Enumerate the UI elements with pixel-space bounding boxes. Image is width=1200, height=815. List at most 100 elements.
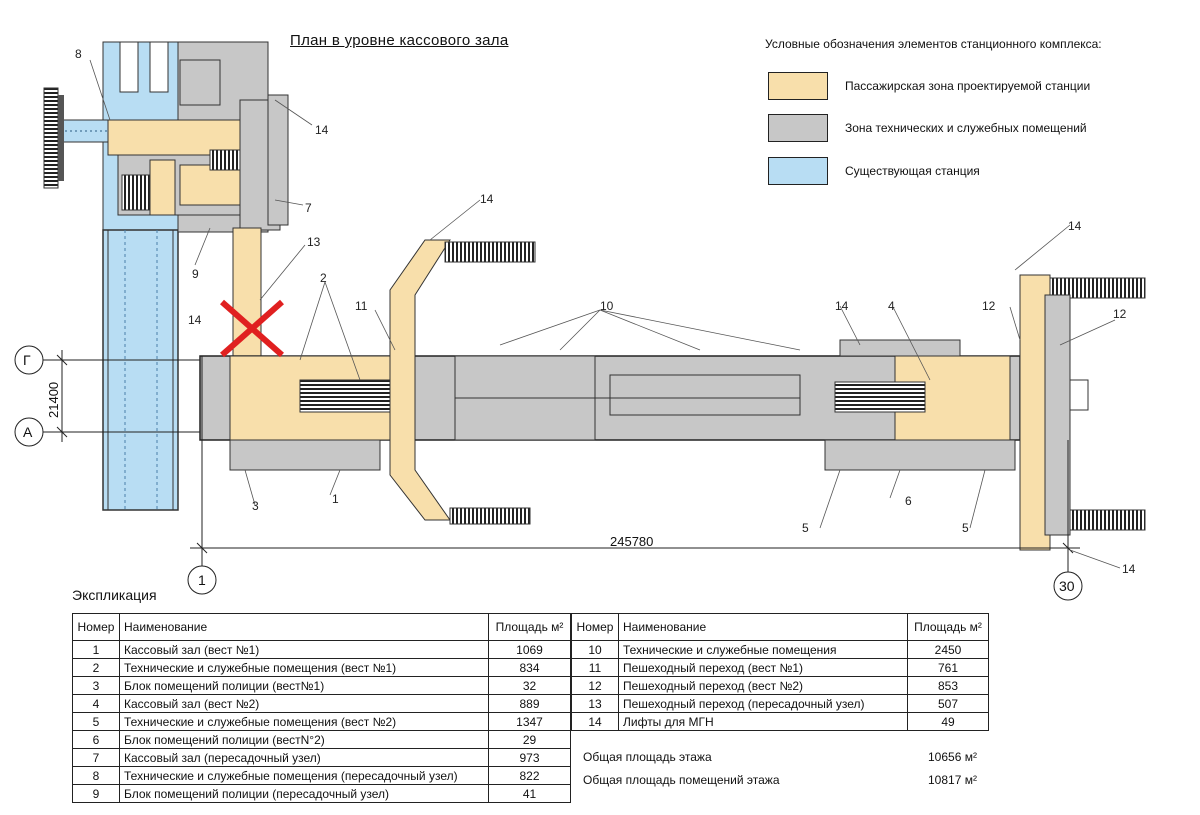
callout-12: 12 <box>1113 307 1127 321</box>
row-area: 507 <box>907 694 989 713</box>
axis-1-label: 1 <box>198 572 206 588</box>
callout-6: 6 <box>905 494 912 508</box>
row-num: 9 <box>72 784 120 803</box>
transfer-node-block <box>107 41 289 233</box>
table-header-row: Номер Наименование Площадь м² <box>571 613 989 641</box>
row-num: 7 <box>72 748 120 767</box>
callout-13: 13 <box>307 235 321 249</box>
legend-label-passenger: Пассажирская зона проектируемой станции <box>845 79 1091 93</box>
row-name: Пешеходный переход (вест №2) <box>618 676 908 695</box>
column-header-area: Площадь м² <box>488 613 571 641</box>
row-area: 853 <box>907 676 989 695</box>
callout-14: 14 <box>188 313 202 327</box>
axis-30-label: 30 <box>1059 578 1075 594</box>
main-station-body <box>199 339 1021 471</box>
callout-3: 3 <box>252 499 259 513</box>
callout-5: 5 <box>802 521 809 535</box>
row-name: Технические и служебные помещения (вест … <box>119 658 489 677</box>
axis-a-label: А <box>23 424 33 440</box>
callout-1: 1 <box>332 492 339 506</box>
column-header-name: Наименование <box>119 613 489 641</box>
plan-title: План в уровне кассового зала <box>290 32 509 49</box>
callout-14: 14 <box>1068 219 1082 233</box>
callout-4: 4 <box>888 299 895 313</box>
callout-10: 10 <box>600 299 614 313</box>
legend-label-technical: Зона технических и служебных помещений <box>845 121 1087 135</box>
passage-12 <box>1019 274 1146 551</box>
length-dimension: 245780 <box>610 534 653 549</box>
row-area: 32 <box>488 676 571 695</box>
row-num: 6 <box>72 730 120 749</box>
row-num: 12 <box>571 676 619 695</box>
callout-2: 2 <box>320 271 327 285</box>
row-name: Блок помещений полиции (пересадочный узе… <box>119 784 489 803</box>
callout-14: 14 <box>835 299 849 313</box>
row-name: Кассовый зал (пересадочный узел) <box>119 748 489 767</box>
callout-9: 9 <box>192 267 199 281</box>
row-num: 13 <box>571 694 619 713</box>
row-name: Блок помещений полиции (вест№1) <box>119 676 489 695</box>
row-name: Кассовый зал (вест №2) <box>119 694 489 713</box>
row-name: Технические и служебные помещения (перес… <box>119 766 489 785</box>
row-area: 761 <box>907 658 989 677</box>
demolition-cross-mark <box>220 299 284 358</box>
row-area: 29 <box>488 730 571 749</box>
row-area: 889 <box>488 694 571 713</box>
row-num: 4 <box>72 694 120 713</box>
callout-14: 14 <box>480 192 494 206</box>
row-area: 2450 <box>907 640 989 659</box>
row-num: 1 <box>72 640 120 659</box>
row-name: Кассовый зал (вест №1) <box>119 640 489 659</box>
width-dimension: 21400 <box>46 382 61 418</box>
row-num: 3 <box>72 676 120 695</box>
explication-title: Экспликация <box>72 587 157 603</box>
escalator-comb <box>43 87 64 189</box>
total-rooms-area-label: Общая площадь помещений этажа <box>583 773 780 787</box>
axis-labels: Г А 1 30 21400 245780 <box>23 352 1075 594</box>
passage-11 <box>389 239 536 525</box>
total-floor-area-value: 10656 м² <box>928 750 977 764</box>
row-num: 10 <box>571 640 619 659</box>
callout-5: 5 <box>962 521 969 535</box>
axis-g-label: Г <box>23 352 31 368</box>
row-name: Технические и служебные помещения (вест … <box>119 712 489 731</box>
column-header-area: Площадь м² <box>907 613 989 641</box>
legend-swatch-passenger <box>768 72 828 100</box>
row-area: 1347 <box>488 712 571 731</box>
row-name: Пешеходный переход (вест №1) <box>618 658 908 677</box>
callout-labels: 8 14 7 9 13 2 14 11 14 10 14 4 12 14 12 … <box>75 47 1136 576</box>
row-area: 1069 <box>488 640 571 659</box>
callout-leaders <box>89 59 1121 569</box>
row-name: Пешеходный переход (пересадочный узел) <box>618 694 908 713</box>
row-num: 5 <box>72 712 120 731</box>
row-num: 14 <box>571 712 619 731</box>
column-header-name: Наименование <box>618 613 908 641</box>
row-area: 41 <box>488 784 571 803</box>
legend-title: Условные обозначения элементов станционн… <box>765 37 1102 51</box>
total-rooms-area-value: 10817 м² <box>928 773 977 787</box>
row-name: Технические и служебные помещения <box>618 640 908 659</box>
row-area: 973 <box>488 748 571 767</box>
row-name: Лифты для МГН <box>618 712 908 731</box>
callout-14: 14 <box>315 123 329 137</box>
row-num: 2 <box>72 658 120 677</box>
table-header-row: Номер Наименование Площадь м² <box>72 613 571 641</box>
legend-swatch-existing <box>768 157 828 185</box>
row-name: Блок помещений полиции (вестN°2) <box>119 730 489 749</box>
callout-7: 7 <box>305 201 312 215</box>
row-area: 834 <box>488 658 571 677</box>
